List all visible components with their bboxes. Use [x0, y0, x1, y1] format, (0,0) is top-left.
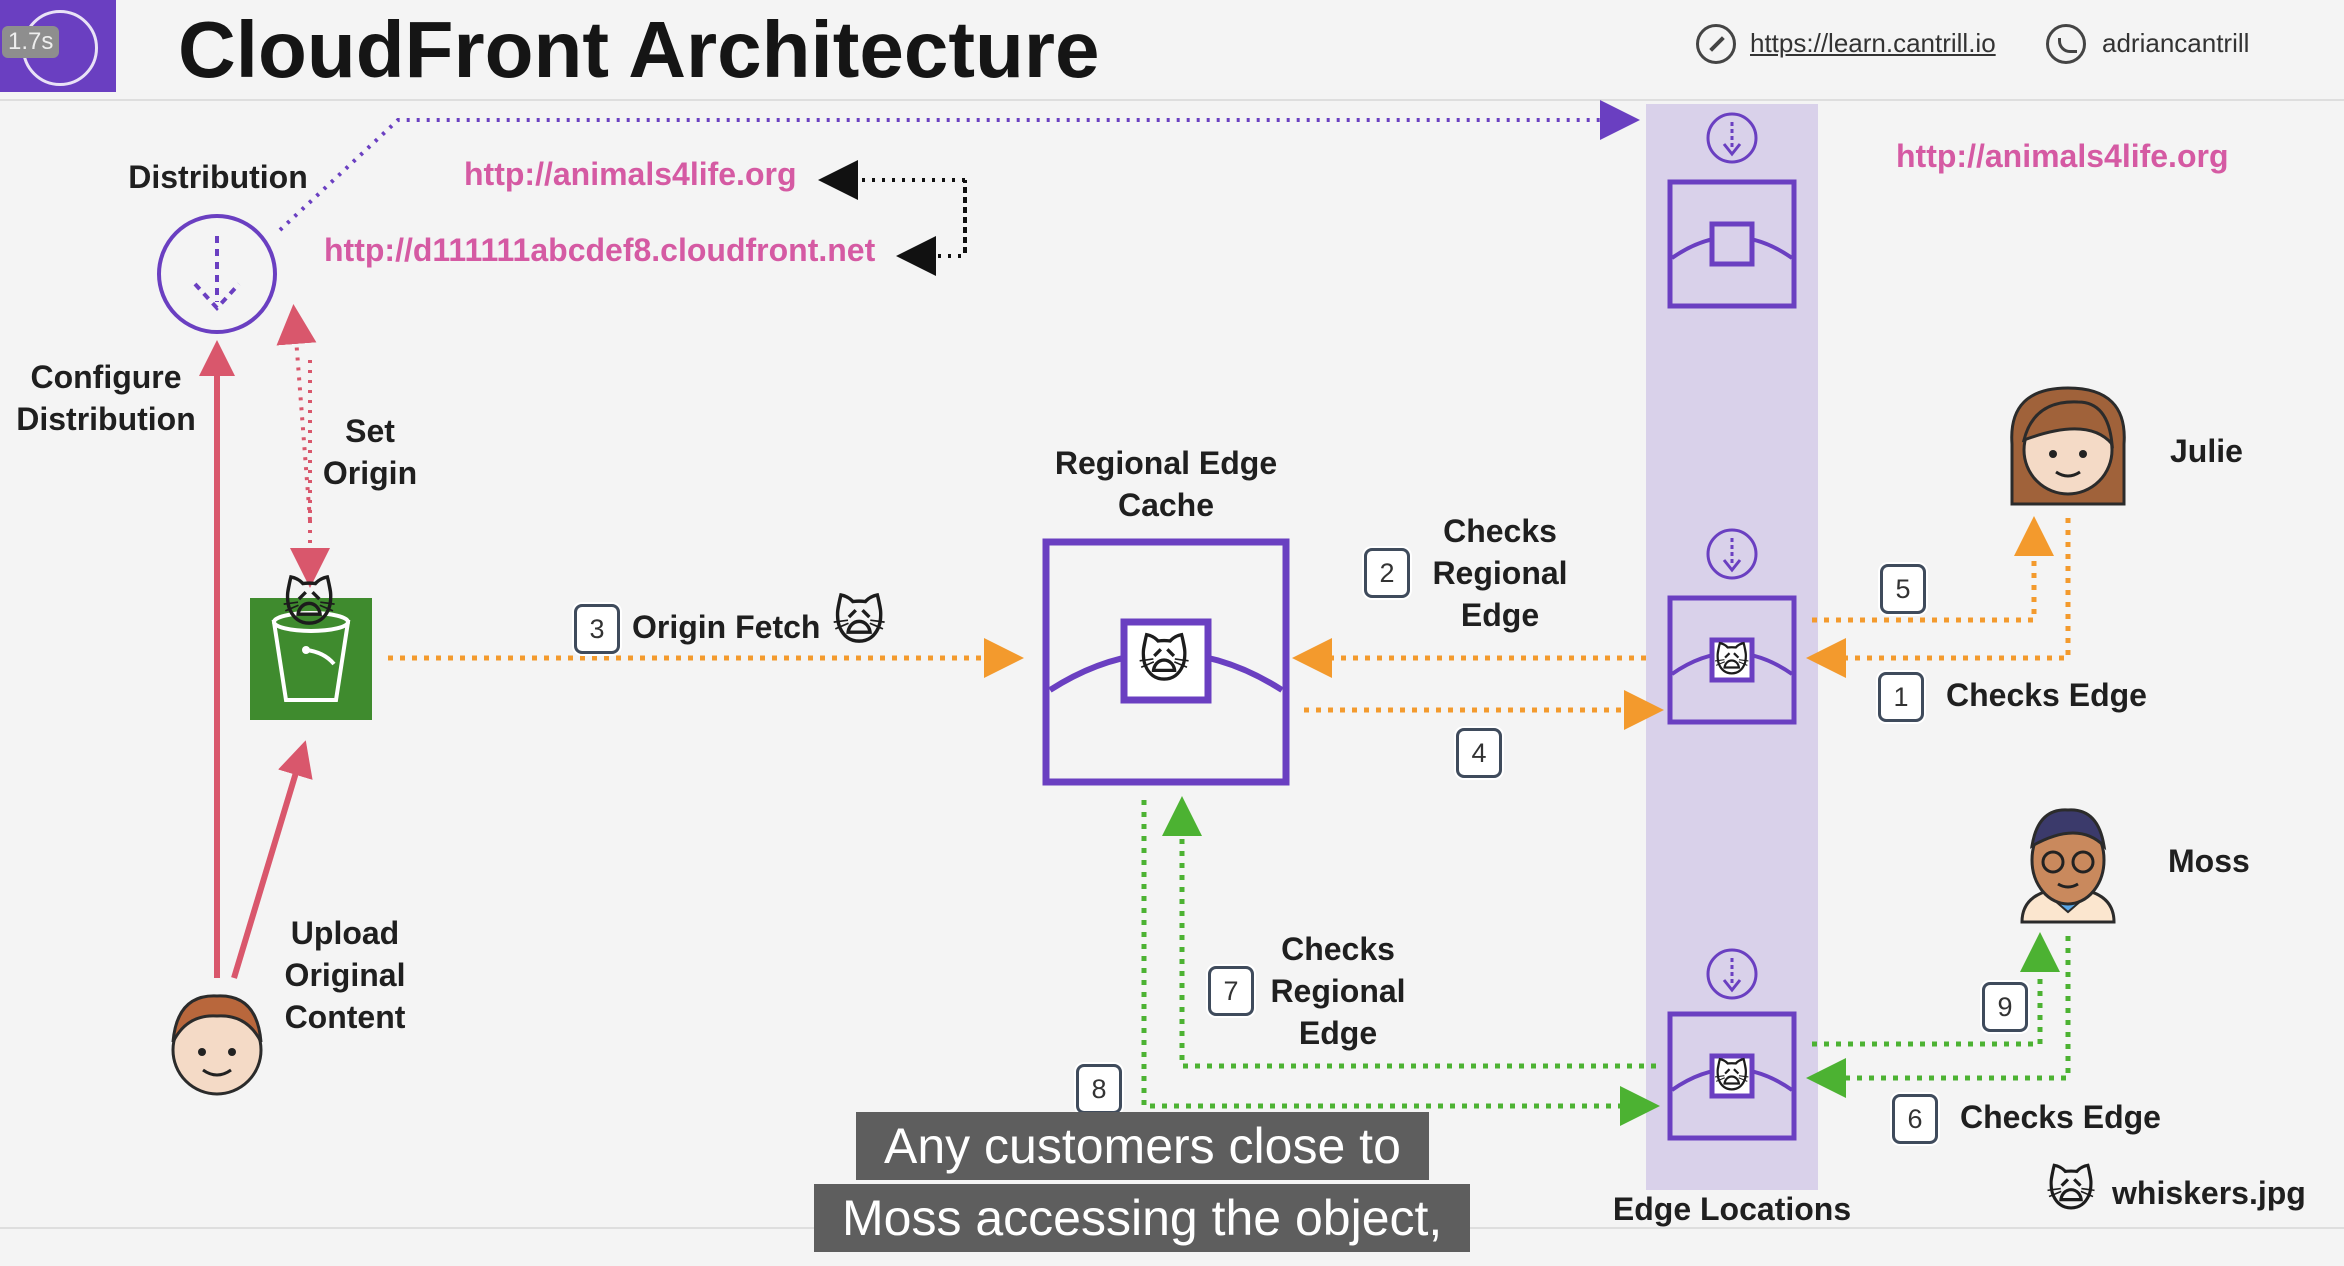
origin-fetch-label: Origin Fetch	[632, 609, 821, 645]
slide-badge: 1.7s	[0, 0, 116, 92]
cat-icon-regional-cache: 🙀	[1138, 632, 1191, 688]
step-7-badge: 7	[1208, 966, 1254, 1016]
twitter-icon	[2046, 24, 2086, 64]
caption-line-1: Any customers close to	[856, 1112, 1429, 1180]
cat-icon-edge-middle: 🙀	[1714, 642, 1750, 680]
edge-location-middle-icon	[1667, 528, 1797, 725]
custom-domain-url: http://animals4life.org	[464, 156, 797, 192]
regional-edge-cache-icon	[1042, 538, 1290, 786]
checks-edge-julie-label: Checks Edge	[1946, 677, 2147, 713]
caption-line-2: Moss accessing the object,	[814, 1184, 1471, 1252]
cat-icon-origin-fetch: 🙀	[832, 593, 887, 651]
deploy-arrow	[278, 100, 1640, 232]
page-title: CloudFront Architecture	[178, 5, 1100, 94]
checks-edge-moss-label: Checks Edge	[1960, 1099, 2161, 1135]
s3-bucket-icon	[250, 598, 372, 720]
distribution-label: Distribution	[128, 159, 308, 195]
moss-avatar	[2020, 808, 2116, 924]
distribution-icon	[157, 214, 277, 334]
step-9-badge: 9	[1982, 982, 2028, 1032]
upload-arrow	[231, 740, 313, 979]
set-origin-arrow-up	[276, 304, 317, 521]
cat-icon-edge-bottom: 🙀	[1714, 1058, 1750, 1096]
badge-label: 1.7s	[2, 26, 60, 58]
moss-response-arrow	[1812, 932, 2060, 1047]
step-6-badge: 6	[1892, 1094, 1938, 1144]
julie-label: Julie	[2170, 433, 2243, 469]
step-1-badge: 1	[1878, 672, 1924, 722]
edge-location-top-icon	[1667, 112, 1797, 309]
green-checks-regional-arrow	[1162, 796, 1656, 1069]
admin-avatar	[171, 994, 263, 1096]
julie-avatar	[2010, 386, 2126, 506]
moss-request-arrow	[1806, 936, 2071, 1098]
cname-arrow-bottom	[896, 180, 967, 276]
compass-icon	[1696, 24, 1736, 64]
julie-request-arrow	[1806, 518, 2071, 678]
step-4-badge: 4	[1456, 728, 1502, 778]
step-2-badge: 2	[1364, 548, 1410, 598]
moss-label: Moss	[2168, 843, 2250, 879]
step-5-badge: 5	[1880, 564, 1926, 614]
step-3-badge: 3	[574, 604, 620, 654]
julie-response-arrow	[1812, 516, 2054, 623]
twitter-handle[interactable]: adriancantrill	[2102, 28, 2250, 58]
edge-domain-url: http://animals4life.org	[1896, 138, 2229, 174]
step-8-badge: 8	[1076, 1064, 1122, 1114]
edge-locations-label: Edge Locations	[1612, 1191, 1852, 1227]
cat-icon-bucket: 🙀	[282, 575, 337, 633]
legend-file-label: whiskers.jpg	[2112, 1175, 2306, 1211]
cloudfront-domain-url: http://d111111abcdef8.cloudfront.net	[324, 232, 876, 268]
website-link[interactable]: https://learn.cantrill.io	[1750, 28, 1996, 58]
edge-location-bottom-icon	[1667, 948, 1797, 1141]
cat-icon-legend: 🙀	[2046, 1164, 2097, 1217]
